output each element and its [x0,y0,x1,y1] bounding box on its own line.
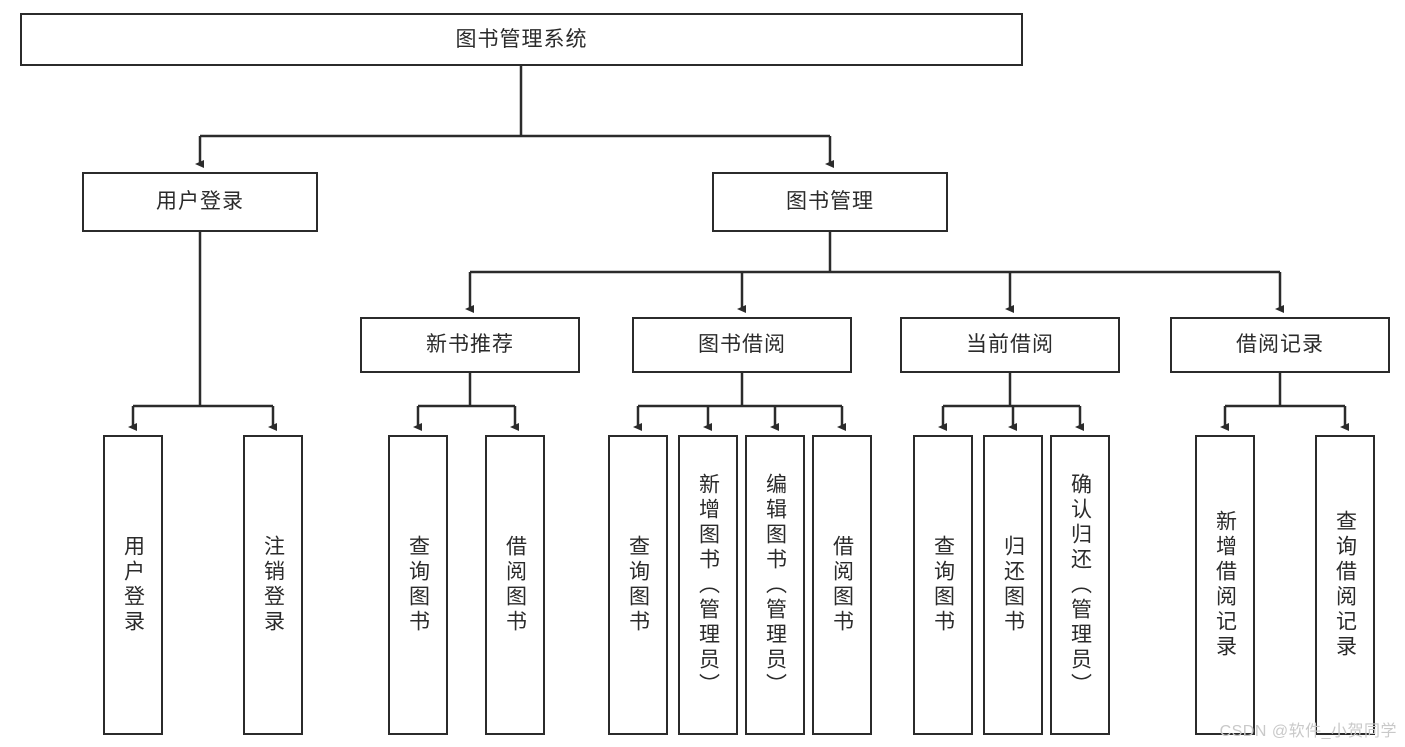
node-borrow-records[interactable]: 借阅记录 [1170,317,1390,373]
leaf-user-login-label: 用户登录 [121,535,145,635]
leaf-confirm-return-admin-label: 确认归还（管理员） [1068,472,1092,698]
node-new-book-recommend-label: 新书推荐 [426,333,514,357]
leaf-borrow-book[interactable]: 借阅图书 [812,435,872,735]
leaf-user-logout[interactable]: 注销登录 [243,435,303,735]
leaf-add-borrow-record[interactable]: 新增借阅记录 [1195,435,1255,735]
leaf-borrow-book-newbook-label: 借阅图书 [503,535,527,635]
leaf-query-book-borrow-label: 查询图书 [626,535,650,635]
leaf-add-borrow-record-label: 新增借阅记录 [1213,510,1237,660]
leaf-return-book-label: 归还图书 [1001,535,1025,635]
node-book-borrow-label: 图书借阅 [698,333,786,357]
leaf-user-logout-label: 注销登录 [261,535,285,635]
node-book-management-label: 图书管理 [786,190,874,214]
leaf-query-book-current[interactable]: 查询图书 [913,435,973,735]
node-root[interactable]: 图书管理系统 [20,13,1023,66]
leaf-query-borrow-record-label: 查询借阅记录 [1333,510,1357,660]
leaf-confirm-return-admin[interactable]: 确认归还（管理员） [1050,435,1110,735]
csdn-watermark: CSDN @软件_小贺同学 [1219,723,1397,740]
node-new-book-recommend[interactable]: 新书推荐 [360,317,580,373]
node-book-borrow[interactable]: 图书借阅 [632,317,852,373]
node-current-borrow-label: 当前借阅 [966,333,1054,357]
leaf-edit-book-admin[interactable]: 编辑图书（管理员） [745,435,805,735]
leaf-query-book-newbook[interactable]: 查询图书 [388,435,448,735]
node-user-login[interactable]: 用户登录 [82,172,318,232]
leaf-user-login[interactable]: 用户登录 [103,435,163,735]
leaf-return-book[interactable]: 归还图书 [983,435,1043,735]
leaf-query-borrow-record[interactable]: 查询借阅记录 [1315,435,1375,735]
leaf-edit-book-admin-label: 编辑图书（管理员） [763,472,787,698]
node-borrow-records-label: 借阅记录 [1236,333,1324,357]
node-user-login-label: 用户登录 [156,190,244,214]
leaf-add-book-admin-label: 新增图书（管理员） [696,472,720,698]
leaf-add-book-admin[interactable]: 新增图书（管理员） [678,435,738,735]
leaf-borrow-book-newbook[interactable]: 借阅图书 [485,435,545,735]
node-root-label: 图书管理系统 [455,27,588,51]
leaf-borrow-book-label: 借阅图书 [830,535,854,635]
node-book-management[interactable]: 图书管理 [712,172,948,232]
leaf-query-book-borrow[interactable]: 查询图书 [608,435,668,735]
node-current-borrow[interactable]: 当前借阅 [900,317,1120,373]
leaf-query-book-newbook-label: 查询图书 [406,535,430,635]
leaf-query-book-current-label: 查询图书 [931,535,955,635]
